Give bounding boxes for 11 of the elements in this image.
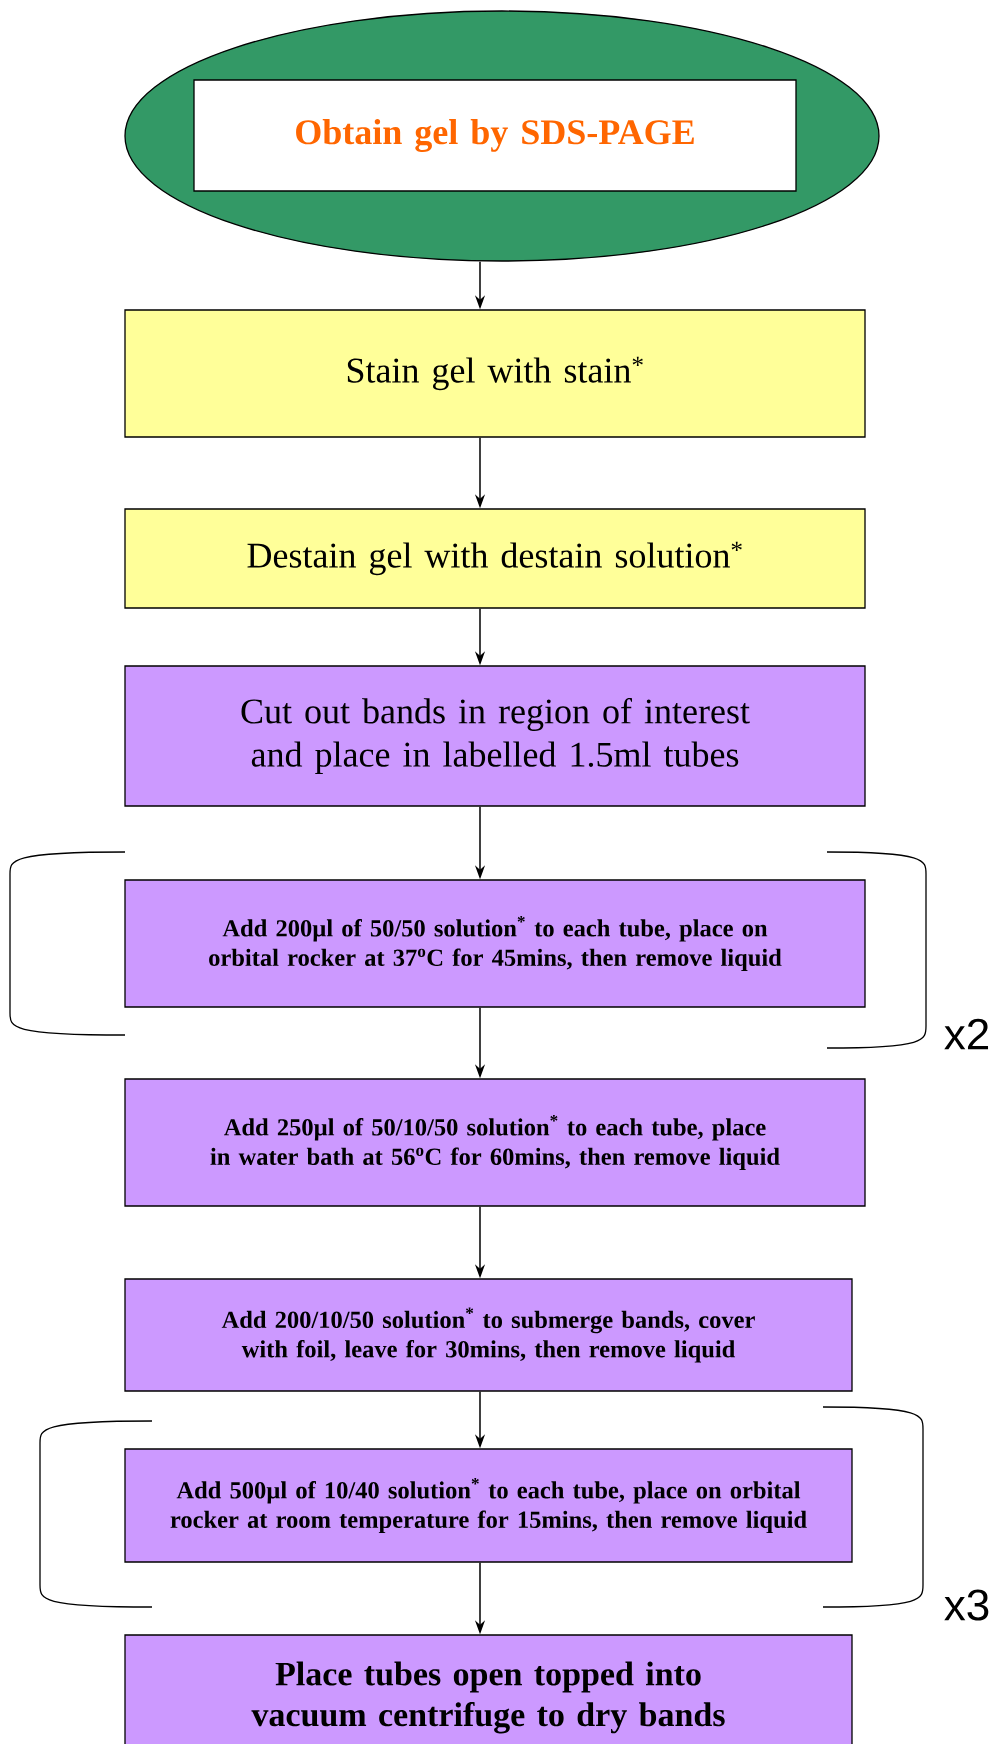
process-box: Add 500µl of 10/40 solution$^{*}$ to each tube, place on orbital rocker at room temperature for 15mins, then remove liquid	[124, 1448, 853, 1563]
process-box: Stain gel with stain$^{*}$	[124, 309, 866, 438]
process-box: Destain gel with destain solution$^{*}$	[124, 508, 866, 609]
process-box: Add 250µl of 50/10/50 solution$^{*}$ to each tube, place in water bath at 56$^{o}$C for 60mins, then remove liquid	[124, 1078, 866, 1207]
process-box: Add 200/10/50 solution$^{*}$ to submerge bands, cover with foil, leave for 30mins, then remove liquid	[124, 1278, 853, 1392]
title-box: Obtain gel by SDS-PAGE	[193, 79, 797, 192]
repeat-label: x3	[944, 1589, 989, 1621]
process-box: Place tubes open topped into vacuum centrifuge to dry bands	[124, 1634, 853, 1744]
process-box: Cut out bands in region of interest and place in labelled 1.5ml tubes	[124, 665, 866, 807]
process-box: Add 200µl of 50/50 solution$^{*}$ to each tube, place on orbital rocker at 37$^{o}$C for 45mins, then remove liquid	[124, 879, 866, 1008]
repeat-label: x2	[944, 1018, 988, 1050]
